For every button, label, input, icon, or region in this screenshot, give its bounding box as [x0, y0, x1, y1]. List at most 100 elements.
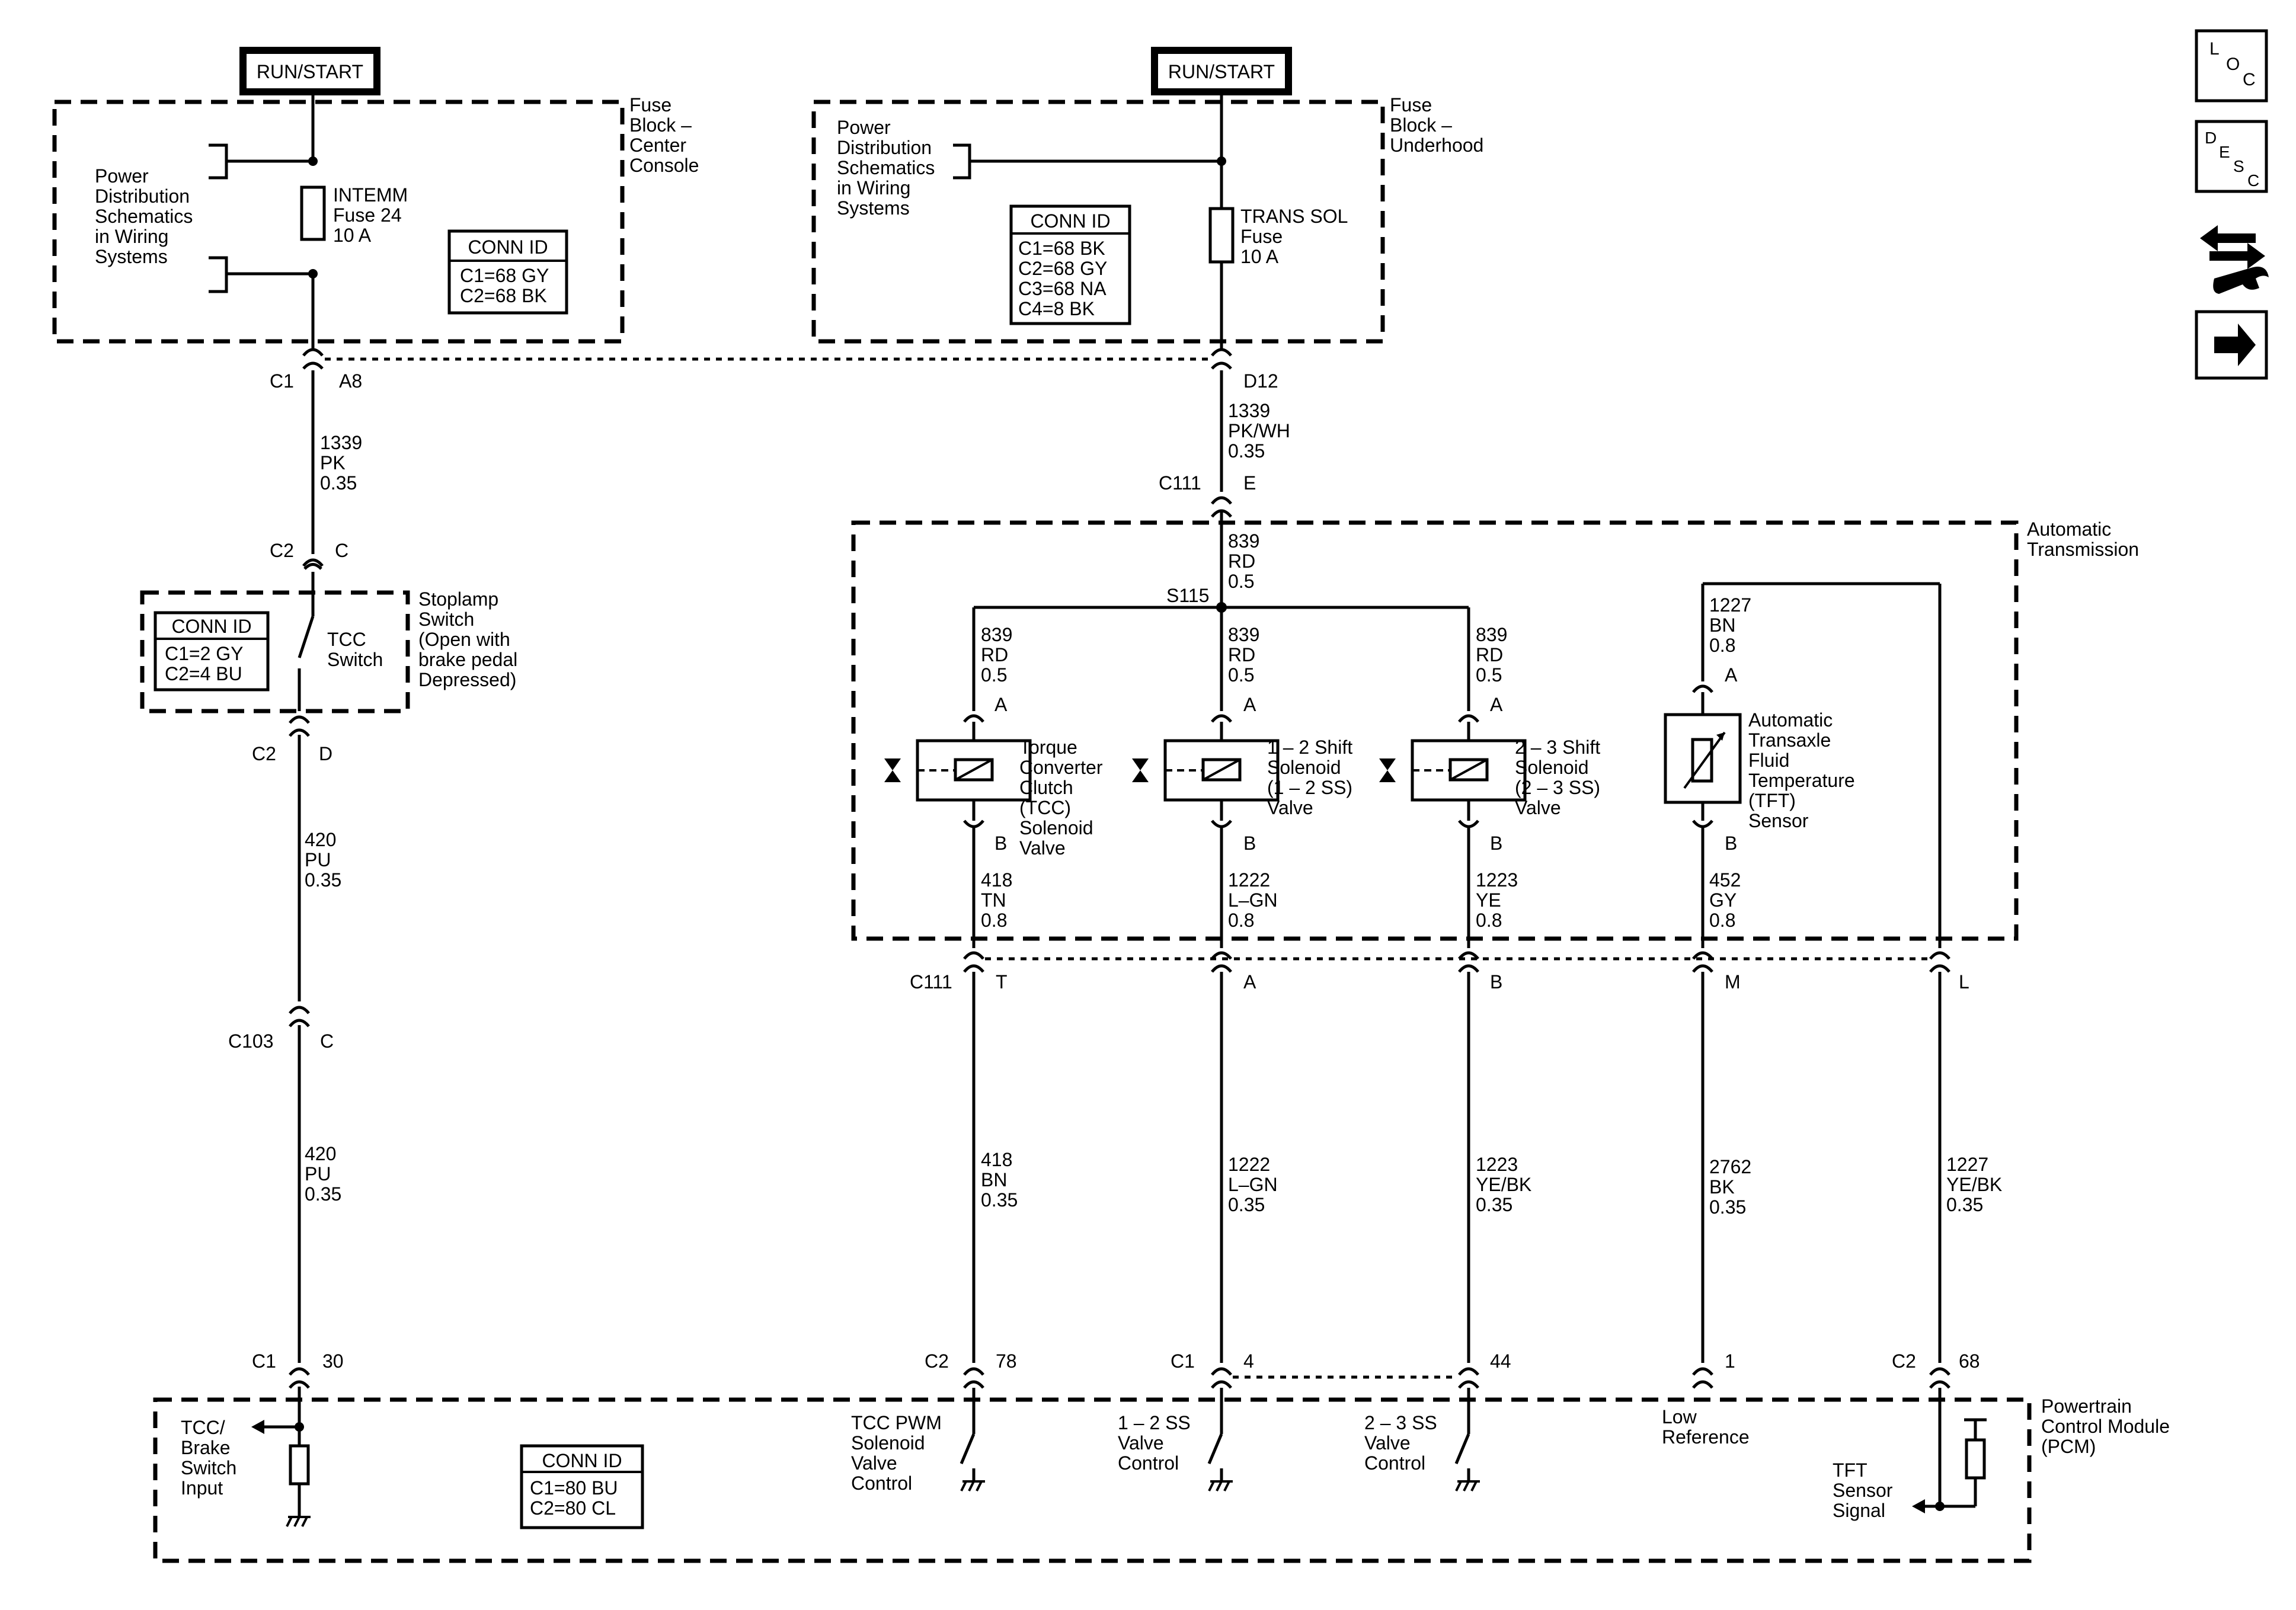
svg-text:RD: RD: [1228, 550, 1255, 572]
run-start-left: RUN/START: [239, 47, 380, 95]
connector-c1-a8: C1 A8: [270, 348, 362, 392]
svg-text:1 – 2 Shift: 1 – 2 Shift: [1267, 737, 1352, 758]
svg-text:1227: 1227: [1709, 594, 1751, 616]
loc-button[interactable]: L O C: [2195, 29, 2268, 103]
svg-text:Fluid: Fluid: [1748, 750, 1789, 771]
svg-text:Automatic: Automatic: [2027, 518, 2111, 540]
conn-id-underhood: CONN ID C1=68 BK C2=68 GY C3=68 NA C4=8 …: [1009, 204, 1131, 325]
automatic-transmission: Automatic Transmission 839 RD 0.5 S115 8…: [851, 518, 2139, 948]
svg-text:Valve: Valve: [1267, 797, 1313, 818]
svg-text:0.35: 0.35: [1709, 1196, 1746, 1218]
svg-text:1 – 2 SS: 1 – 2 SS: [1118, 1412, 1191, 1433]
svg-text:839: 839: [981, 624, 1012, 645]
svg-text:B: B: [1490, 971, 1502, 993]
svg-text:YE: YE: [1476, 889, 1501, 911]
svg-text:C3=68 NA: C3=68 NA: [1018, 278, 1107, 299]
svg-text:RUN/START: RUN/START: [1168, 61, 1275, 82]
wire-420-pu-b: 420 PU 0.35: [305, 1143, 341, 1205]
svg-text:68: 68: [1959, 1350, 1980, 1372]
svg-text:(Open with: (Open with: [418, 629, 510, 650]
svg-text:T: T: [996, 971, 1008, 993]
wire-839-main: 839 RD 0.5: [1228, 530, 1259, 592]
svg-text:Automatic: Automatic: [1748, 709, 1833, 731]
svg-text:0.5: 0.5: [1476, 664, 1502, 686]
svg-text:RD: RD: [1476, 644, 1503, 665]
tcc-solenoid-valve: A B Torque Converter Clutch (TCC) Soleno…: [884, 694, 1103, 859]
svg-text:B: B: [1243, 833, 1256, 854]
intemm-fuse-24: INTEMM Fuse 24 10 A: [300, 184, 408, 246]
svg-text:C111: C111: [910, 971, 952, 993]
wire-1339-pk: 1339 PK 0.35: [320, 432, 362, 494]
svg-text:in Wiring: in Wiring: [95, 226, 168, 247]
description-icon: D E S C: [2205, 129, 2259, 190]
svg-text:Switch: Switch: [418, 609, 474, 630]
svg-text:A8: A8: [339, 370, 362, 392]
low-reference: Low Reference: [1662, 1406, 1750, 1448]
svg-text:Signal: Signal: [1833, 1500, 1885, 1521]
svg-text:PU: PU: [305, 849, 331, 870]
svg-text:A: A: [1243, 694, 1256, 715]
svg-text:(1 – 2 SS): (1 – 2 SS): [1267, 777, 1352, 798]
svg-text:0.5: 0.5: [1228, 571, 1254, 592]
svg-text:Solenoid: Solenoid: [1267, 757, 1341, 778]
tcc-pwm-driver: TCC PWM Solenoid Valve Control: [851, 1388, 985, 1494]
wire-420-pu-a: 420 PU 0.35: [305, 829, 341, 891]
svg-text:Switch: Switch: [327, 649, 383, 670]
svg-text:Distribution: Distribution: [95, 185, 190, 207]
arrow-right-icon: [2214, 324, 2256, 366]
tools-button[interactable]: [2200, 225, 2269, 294]
ss23-solenoid-valve: A B 2 – 3 Shift Solenoid (2 – 3 SS) Valv…: [1379, 694, 1600, 854]
svg-text:Low: Low: [1662, 1406, 1697, 1427]
svg-text:PK/WH: PK/WH: [1228, 420, 1290, 441]
svg-text:RUN/START: RUN/START: [257, 61, 363, 82]
connector-c2-d: C2 D: [252, 715, 332, 764]
connector-d12: D12: [1211, 348, 1278, 392]
svg-text:C: C: [320, 1030, 334, 1052]
wire-2762-bk: 2762 BK 0.35: [1709, 1156, 1751, 1218]
ss23-valve-control-driver: 2 – 3 SS Valve Control: [1364, 1388, 1480, 1491]
wire-452-gy: 452 GY 0.8: [1709, 869, 1741, 931]
svg-text:10 A: 10 A: [333, 225, 372, 246]
svg-text:Systems: Systems: [837, 197, 910, 219]
svg-text:RD: RD: [1228, 644, 1255, 665]
svg-text:418: 418: [981, 869, 1012, 891]
svg-text:Valve: Valve: [1515, 797, 1561, 818]
desc-button[interactable]: D E S C: [2195, 120, 2268, 193]
svg-text:RD: RD: [981, 644, 1008, 665]
svg-text:PU: PU: [305, 1163, 331, 1185]
svg-text:Transmission: Transmission: [2027, 539, 2139, 560]
svg-text:BK: BK: [1709, 1176, 1735, 1198]
svg-text:0.35: 0.35: [981, 1189, 1018, 1211]
svg-text:A: A: [1725, 664, 1738, 686]
svg-text:C2=80 CL: C2=80 CL: [530, 1497, 616, 1519]
svg-text:4: 4: [1243, 1350, 1254, 1372]
next-button[interactable]: [2195, 310, 2268, 380]
svg-text:78: 78: [996, 1350, 1017, 1372]
svg-text:1339: 1339: [320, 432, 362, 453]
fuse-block-underhood: Fuse Block – Underhood Power Distributio…: [811, 94, 1483, 344]
svg-text:Sensor: Sensor: [1748, 810, 1809, 831]
tft-sensor: 1227 BN 0.8 A B Automatic Transaxle Flui…: [1664, 582, 1940, 854]
svg-text:C: C: [2243, 70, 2256, 89]
tcc-switch-label: TCC: [327, 629, 366, 650]
svg-text:M: M: [1725, 971, 1741, 993]
connector-c111-row: C111 T A B M L: [910, 951, 1969, 993]
svg-text:420: 420: [305, 1143, 336, 1164]
svg-text:CONN ID: CONN ID: [468, 236, 548, 258]
fuse-block-center-console: Fuse Block – Center Console Power Distri…: [52, 94, 699, 344]
svg-text:C1=68 BK: C1=68 BK: [1018, 238, 1105, 259]
wire-1222-lgn-a: 1222 L–GN 0.8: [1228, 869, 1278, 931]
svg-text:C: C: [2247, 171, 2259, 190]
svg-text:0.8: 0.8: [1709, 910, 1735, 931]
svg-text:839: 839: [1228, 624, 1259, 645]
svg-text:L: L: [2209, 39, 2220, 59]
fuse-block-underhood-title: Fuse: [1390, 94, 1432, 116]
svg-text:CONN ID: CONN ID: [171, 616, 251, 637]
svg-text:C4=8 BK: C4=8 BK: [1018, 298, 1095, 319]
wire-418-bn: 418 BN 0.35: [981, 1149, 1018, 1211]
svg-text:BN: BN: [981, 1169, 1007, 1190]
tcc-brake-switch-input: TCC/ Brake Switch Input: [181, 1388, 311, 1527]
connector-c1-30: C1 30: [252, 1350, 344, 1389]
splice-s115: S115: [1166, 585, 1209, 606]
